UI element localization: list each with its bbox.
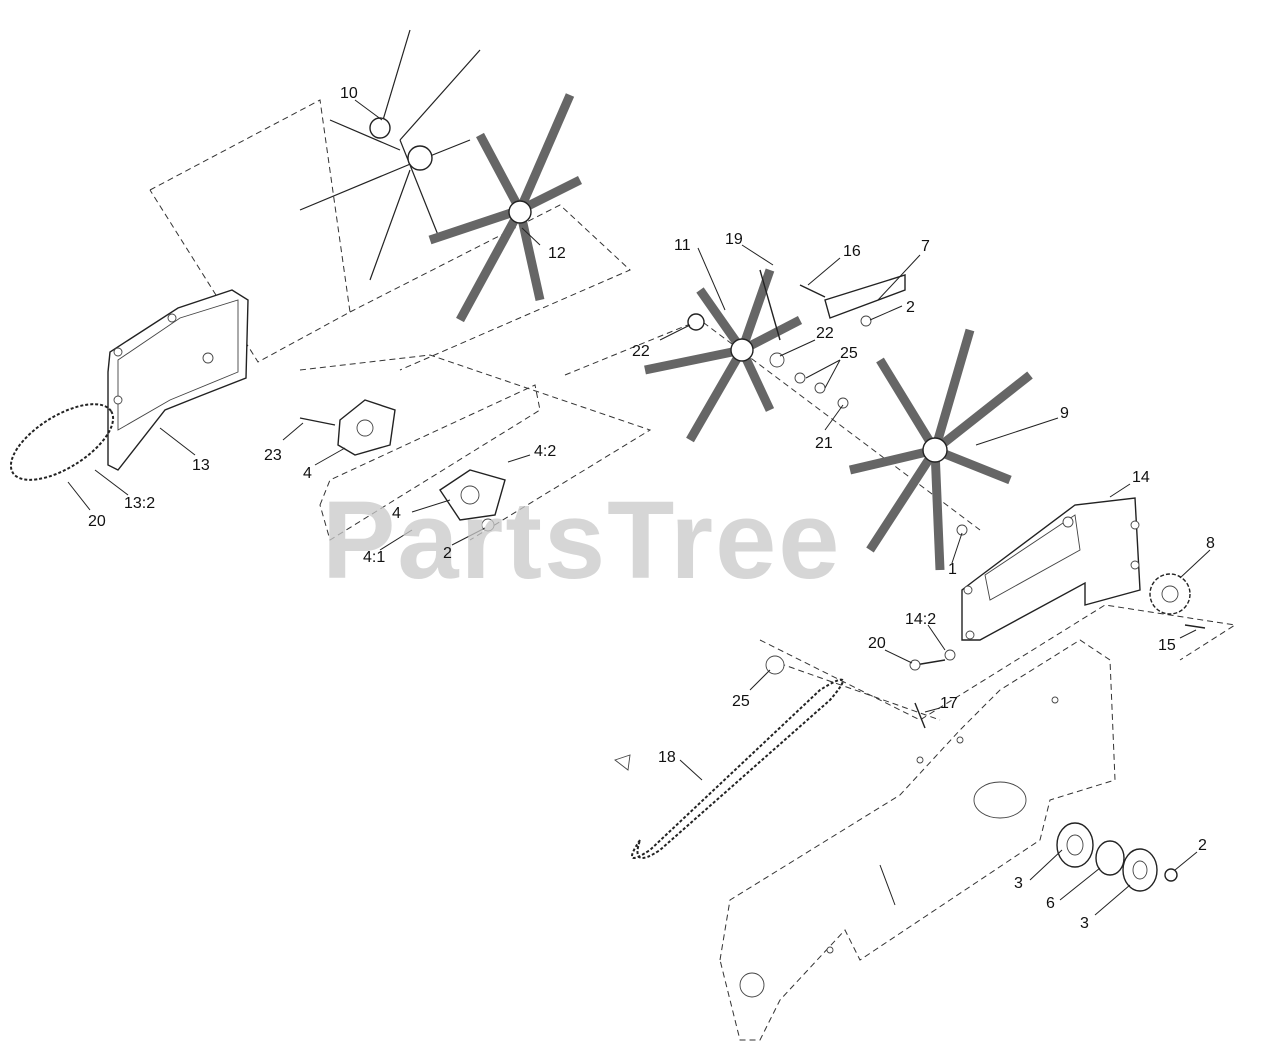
callout-4-upper: 4: [303, 465, 312, 482]
callout-3-right: 3: [1080, 915, 1089, 932]
callout-2-frame: 2: [1198, 837, 1207, 854]
assembly-guide-lines: [149, 99, 1237, 721]
callout-20-right: 20: [868, 635, 886, 652]
callout-19: 19: [725, 231, 743, 248]
main-side-frame: [719, 639, 1116, 1041]
leader-lines: [67, 99, 1211, 916]
callout-2-bearing: 2: [443, 545, 452, 562]
center-bearing-plate: [299, 384, 541, 541]
callout-8: 8: [1206, 535, 1215, 552]
callout-23: 23: [264, 447, 282, 464]
callout-14: 14: [1132, 469, 1150, 486]
callout-17: 17: [940, 695, 958, 712]
tine-rotor-12: [428, 93, 583, 323]
callout-4-1: 4:1: [363, 549, 385, 566]
tine-rotor-10: [299, 29, 481, 281]
right-bracket: [961, 497, 1141, 641]
callout-10: 10: [340, 85, 358, 102]
callout-2-shaft: 2: [906, 299, 915, 316]
callout-7: 7: [921, 238, 930, 255]
drive-sprocket: [1149, 573, 1206, 629]
bracket-hardware: [909, 524, 968, 671]
callout-4-lower: 4: [392, 505, 401, 522]
callout-14-2: 14:2: [905, 611, 936, 628]
shaft-spacers: [759, 269, 906, 409]
callout-9: 9: [1060, 405, 1069, 422]
left-chain-housing: [9, 289, 249, 481]
watermark: PartsTree: [322, 479, 841, 602]
callout-22-right: 22: [816, 325, 834, 342]
callout-13-2: 13:2: [124, 495, 155, 512]
tine-rotor-11: [644, 268, 803, 443]
bearing-assembly: [914, 702, 1178, 892]
callout-15: 15: [1158, 637, 1176, 654]
callout-25-spacers: 25: [840, 345, 858, 362]
drive-chain: [614, 655, 844, 859]
callout-22-left: 22: [632, 343, 650, 360]
callout-13: 13: [192, 457, 210, 474]
callout-21: 21: [815, 435, 833, 452]
callout-25-chain: 25: [732, 693, 750, 710]
callout-16: 16: [843, 243, 861, 260]
callout-11: 11: [674, 237, 691, 254]
callout-3-left: 3: [1014, 875, 1023, 892]
callout-6: 6: [1046, 895, 1055, 912]
callout-18: 18: [658, 749, 676, 766]
callout-labels: 10 12 11 19 16 7 2 22 22 25 21 9 14 8 1 …: [88, 85, 1215, 932]
callout-12: 12: [548, 245, 566, 262]
callout-20-left: 20: [88, 513, 106, 530]
callout-1: 1: [948, 561, 957, 578]
tine-rotor-9: [848, 328, 1033, 571]
callout-4-2: 4:2: [534, 443, 556, 460]
